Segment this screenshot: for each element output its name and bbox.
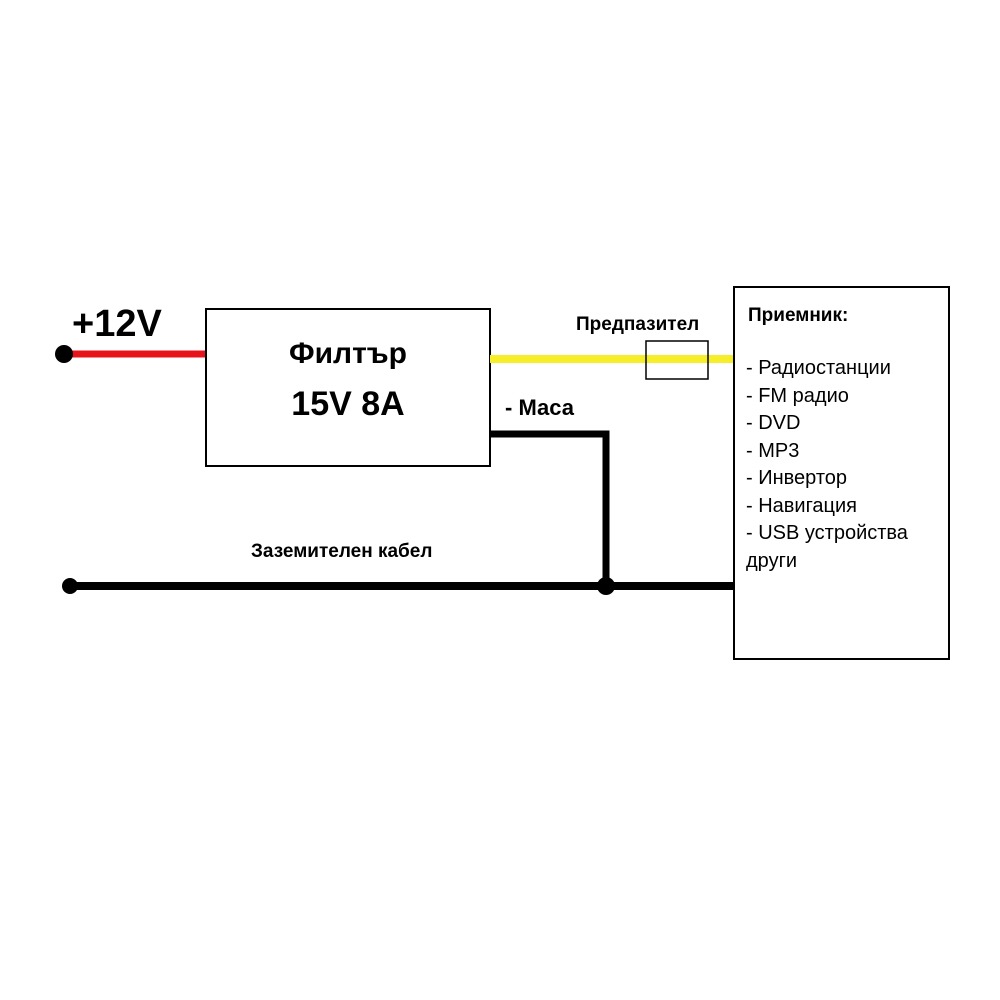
receiver-device-item: - Инвертор [746, 467, 848, 489]
filter-ground-wire [490, 430, 610, 586]
positive-terminal-dot [55, 345, 73, 363]
ground-cable-label: Заземителен кабел [251, 541, 433, 562]
filter-name: Филтър [289, 337, 407, 370]
receiver-device-item: - USB устройства [746, 522, 908, 544]
ground-label: - Маса [505, 395, 575, 420]
receiver-device-item: - MP3 [746, 439, 800, 462]
receiver-device-item: - Навигация [746, 494, 858, 517]
ground-junction-dot [597, 577, 615, 595]
fuse-label: Предпазител [576, 314, 700, 335]
receiver-device-item: - Радиостанции [746, 357, 891, 379]
receiver-device-list: - Радиостанции - FM радио - DVD - MP3 - … [746, 355, 908, 575]
receiver-device-item: - DVD [746, 412, 801, 434]
filter-box [205, 308, 491, 467]
ground-cable-end-dot [62, 578, 78, 594]
supply-voltage-label: +12V [72, 303, 162, 345]
receiver-box [733, 286, 950, 660]
receiver-device-item: - FM радио [746, 384, 849, 407]
receiver-device-item: други [746, 549, 798, 572]
filter-rating: 15V 8A [291, 385, 405, 423]
receiver-title: Приемник: [748, 305, 849, 326]
fuse [645, 340, 709, 380]
